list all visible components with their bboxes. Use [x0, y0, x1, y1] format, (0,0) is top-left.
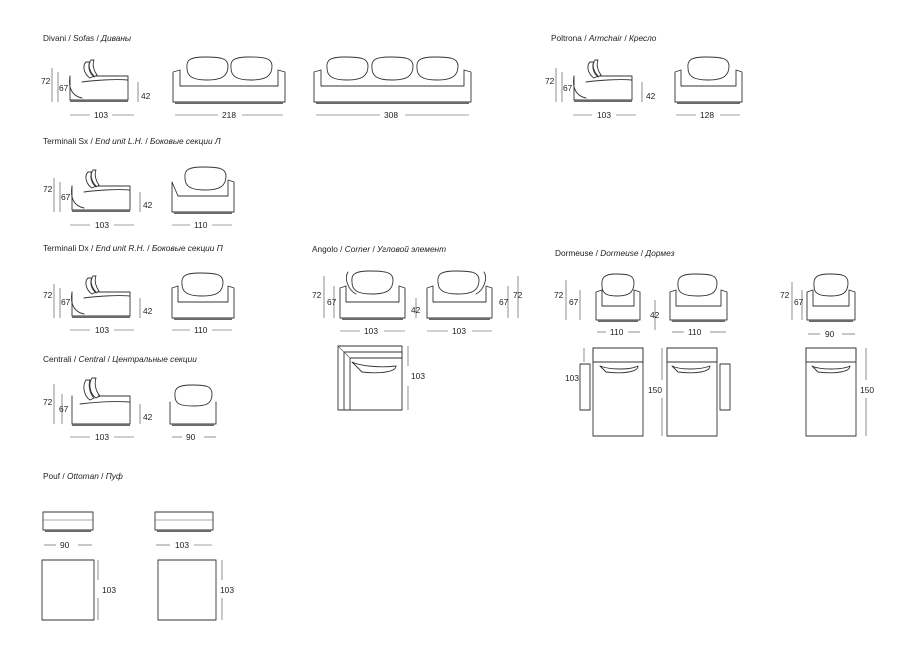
dormeuse-front-1	[595, 273, 641, 322]
ottoman-103-front	[154, 511, 214, 532]
ottoman-dimension-lines	[44, 544, 223, 620]
armchair-dimension-lines	[555, 68, 740, 116]
end-unit-rh-dimension-lines	[53, 284, 232, 331]
section-title-ottoman: Pouf / Ottoman / Пуф	[43, 471, 123, 481]
dormeuse-plan-depth-103: 103	[565, 373, 579, 383]
section-title-central: Centrali / Central / Центральные секции	[43, 354, 197, 364]
section-title-armchair: Poltrona / Armchair / Кресло	[551, 33, 657, 43]
sofa-2-seat-front	[172, 56, 286, 104]
ottoman-depth-2-103: 103	[220, 585, 234, 595]
central-side-view	[71, 377, 131, 426]
end-unit-lh-dimension-lines	[53, 178, 232, 226]
end-unit-rh-front-view	[171, 272, 235, 320]
dormeuse-3-arm-height-67: 67	[794, 297, 804, 307]
central-front-view	[169, 384, 217, 426]
central-height-72: 72	[43, 397, 53, 407]
end-unit-lh-side-view	[71, 169, 131, 213]
end-unit-lh-height-72: 72	[43, 184, 53, 194]
dormeuse-plan-2	[666, 347, 731, 437]
end-unit-lh-seat-height-42: 42	[143, 200, 153, 210]
dormeuse-3-width-90: 90	[825, 329, 835, 339]
corner-width-2-103: 103	[452, 326, 466, 336]
armchair-arm-height-67: 67	[563, 83, 573, 93]
section-title-end-unit-rh: Terminali Dx / End unit R.H. / Боковые с…	[43, 243, 223, 253]
central-width-90: 90	[186, 432, 196, 442]
end-unit-rh-depth-103: 103	[95, 325, 109, 335]
central-dimension-lines	[53, 384, 216, 438]
ottoman-90-front	[42, 511, 94, 532]
end-unit-rh-side-view	[71, 275, 131, 319]
ottoman-width-90: 90	[60, 540, 70, 550]
ottoman-103-plan	[157, 559, 217, 621]
end-unit-rh-height-72: 72	[43, 290, 53, 300]
sofa-depth-103: 103	[94, 110, 108, 120]
corner-arm-right-67: 67	[499, 297, 509, 307]
corner-arm-left-67: 67	[327, 297, 337, 307]
corner-height-left-72: 72	[312, 290, 322, 300]
end-unit-rh-width-110: 110	[194, 325, 208, 335]
corner-plan-view	[337, 345, 403, 411]
dormeuse-plan-3	[805, 347, 857, 437]
sofa-height-72: 72	[41, 76, 51, 86]
armchair-side-view	[573, 59, 633, 103]
corner-seat-42: 42	[411, 305, 421, 315]
section-title-dormeuse: Dormeuse / Dormeuse / Дормез	[555, 248, 675, 258]
dormeuse-length-1-150: 150	[648, 385, 662, 395]
dormeuse-length-2-150: 150	[860, 385, 874, 395]
section-title-end-unit-lh: Terminali Sx / End unit L.H. / Боковые с…	[43, 136, 221, 146]
sofa-3-seat-front	[313, 56, 472, 104]
corner-height-right-72: 72	[513, 290, 523, 300]
sofa-width-308: 308	[384, 110, 398, 120]
central-seat-height-42: 42	[143, 412, 153, 422]
ottoman-width-103: 103	[175, 540, 189, 550]
corner-front-left	[339, 270, 406, 320]
armchair-seat-height-42: 42	[646, 91, 656, 101]
end-unit-lh-front-view	[171, 166, 235, 214]
armchair-height-72: 72	[545, 76, 555, 86]
dormeuse-dimension-lines	[565, 280, 867, 436]
end-unit-lh-arm-height-67: 67	[61, 192, 71, 202]
section-title-corner: Angolo / Corner / Угловой элемент	[312, 244, 447, 254]
sofa-arm-height-67: 67	[59, 83, 69, 93]
dormeuse-3-height-72: 72	[780, 290, 790, 300]
dormeuse-width-2-110: 110	[688, 327, 702, 337]
sofa-dimension-lines	[51, 68, 469, 116]
sofa-width-218: 218	[222, 110, 236, 120]
dormeuse-width-1-110: 110	[610, 327, 624, 337]
sofa-side-view	[69, 59, 129, 103]
dormeuse-seat-height-42: 42	[650, 310, 660, 320]
corner-width-1-103: 103	[364, 326, 378, 336]
section-title-sofas: Divani / Sofas / Диваны	[43, 33, 132, 43]
dormeuse-front-2	[669, 273, 728, 322]
corner-dimension-lines	[323, 276, 519, 410]
dormeuse-arm-height-67: 67	[569, 297, 579, 307]
corner-plan-103: 103	[411, 371, 425, 381]
central-depth-103: 103	[95, 432, 109, 442]
armchair-front-view	[674, 56, 743, 104]
end-unit-rh-arm-height-67: 67	[61, 297, 71, 307]
dormeuse-height-72: 72	[554, 290, 564, 300]
central-arm-height-67: 67	[59, 404, 69, 414]
sofa-seat-height-42: 42	[141, 91, 151, 101]
dormeuse-plan-1	[579, 347, 644, 437]
ottoman-90-plan	[41, 559, 95, 621]
armchair-width-128: 128	[700, 110, 714, 120]
end-unit-lh-depth-103: 103	[95, 220, 109, 230]
end-unit-lh-width-110: 110	[194, 220, 208, 230]
armchair-depth-103: 103	[597, 110, 611, 120]
dormeuse-front-3	[806, 273, 856, 322]
corner-front-right	[426, 270, 493, 320]
end-unit-rh-seat-height-42: 42	[143, 306, 153, 316]
ottoman-depth-1-103: 103	[102, 585, 116, 595]
